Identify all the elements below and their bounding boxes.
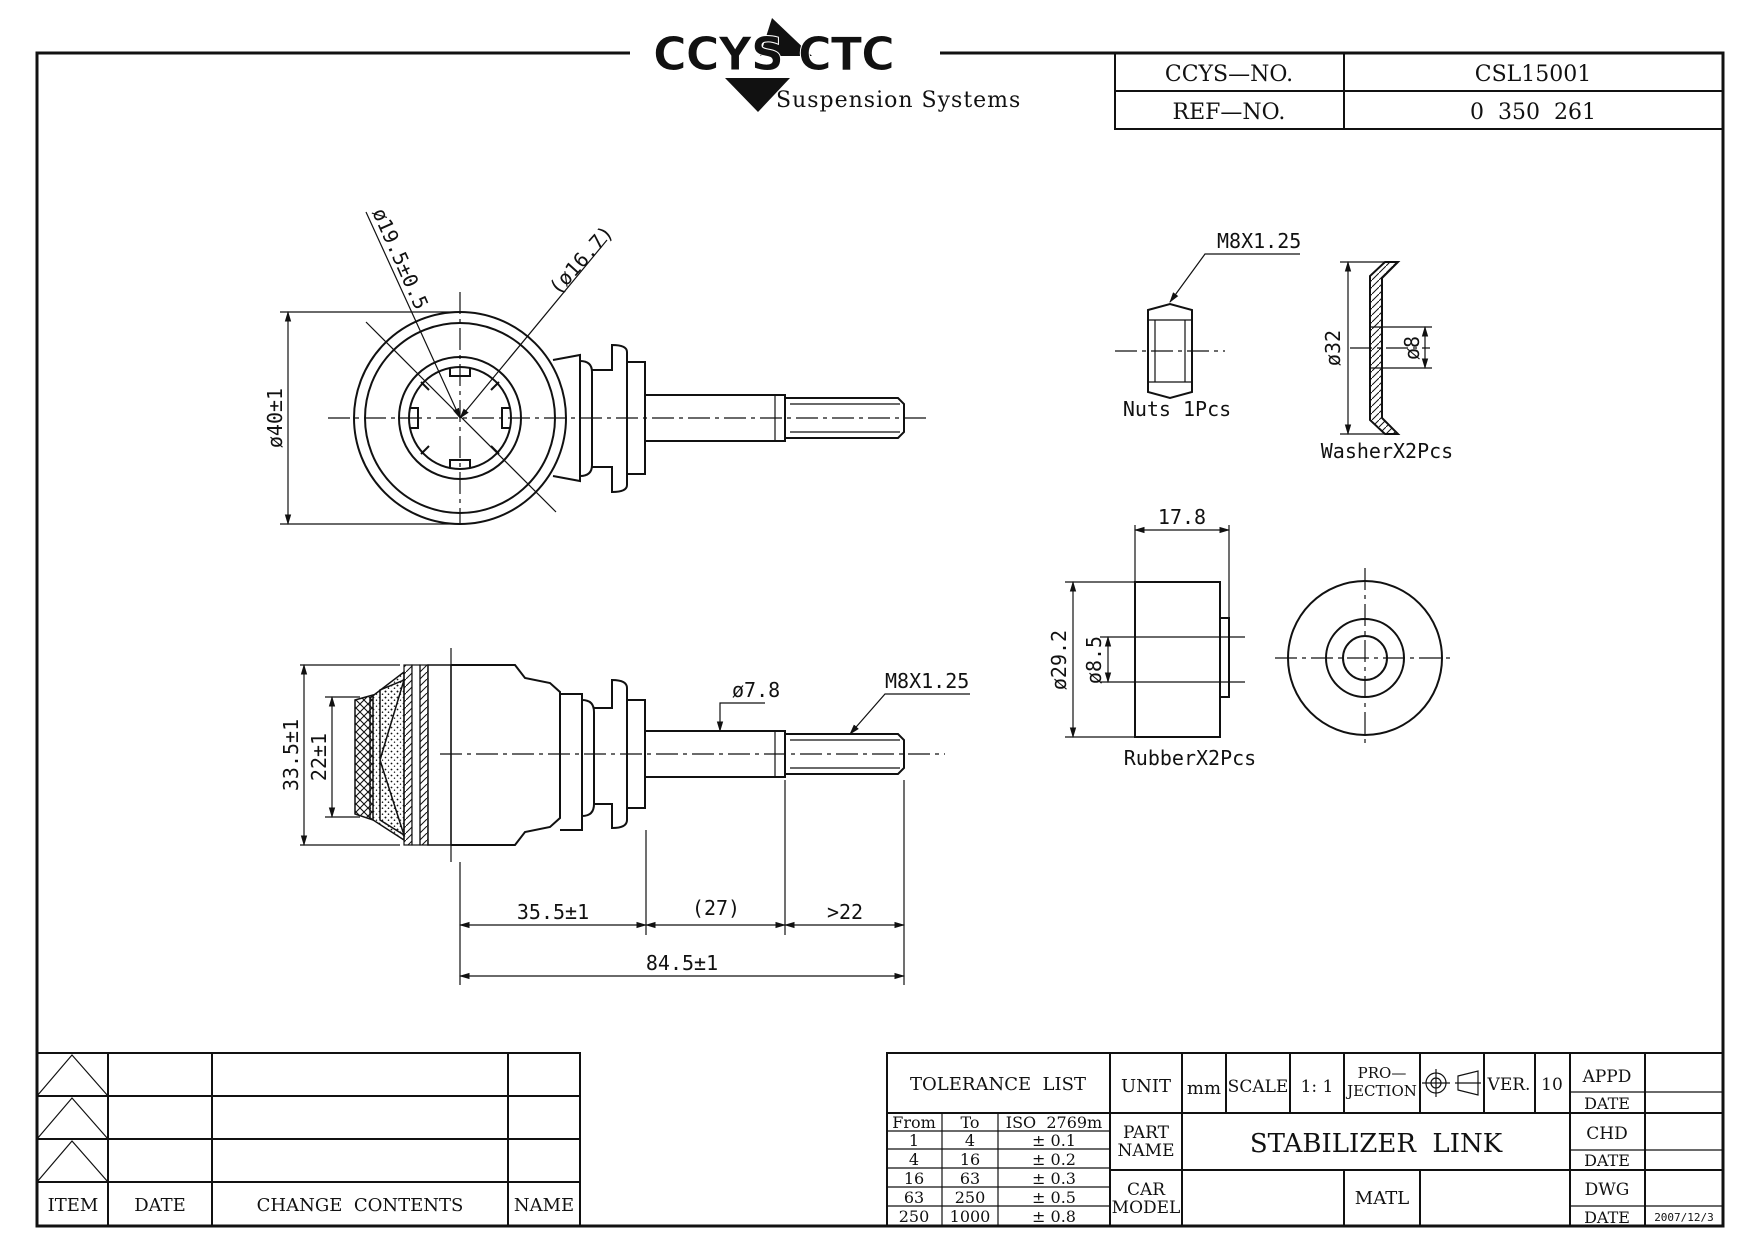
dwg-date-value: 2007/12/3 [1654, 1211, 1714, 1224]
dim-d33-5: 33.5±1 [279, 719, 303, 791]
matl-label: MATL [1355, 1188, 1409, 1209]
tolerance-cell: ± 0.2 [1032, 1150, 1076, 1169]
dim-d7-8: ø7.8 [732, 678, 780, 702]
rev-header-item: ITEM [48, 1195, 99, 1216]
dim-d19-5: ø19.5±0.5 [367, 204, 433, 313]
tolerance-cell: 16 [904, 1169, 924, 1188]
ccys-no-label: CCYS—NO. [1165, 62, 1293, 87]
tolerance-cell: 250 [955, 1188, 986, 1207]
nut-label: Nuts 1Pcs [1123, 397, 1231, 421]
revision-triangle-icon [36, 1054, 109, 1183]
number-block: CCYS—NO. CSL15001 REF—NO. 0 350 261 [1114, 52, 1724, 130]
washer-label: WasherX2Pcs [1321, 439, 1453, 463]
rubber-17-8: 17.8 [1158, 505, 1206, 529]
tolerance-cell: ± 0.3 [1032, 1169, 1076, 1188]
tolerance-cell: ± 0.5 [1032, 1188, 1076, 1207]
part-name-value: STABILIZER LINK [1250, 1129, 1503, 1159]
tol-header-to: To [960, 1113, 979, 1132]
rubber-d8-5: ø8.5 [1082, 636, 1106, 684]
date-label-2: DATE [1584, 1151, 1630, 1170]
dim-d22: 22±1 [307, 733, 331, 781]
date-label-3: DATE [1584, 1208, 1630, 1227]
rubber-d29-2: ø29.2 [1047, 630, 1071, 690]
tolerance-cell: 63 [960, 1169, 980, 1188]
dim-len-84-5: 84.5±1 [646, 951, 718, 975]
ref-no-label: REF—NO. [1173, 100, 1286, 125]
logo-subtitle: Suspension Systems [776, 88, 1021, 113]
ccys-no-value: CSL15001 [1475, 62, 1592, 87]
tolerance-cell: 4 [965, 1131, 975, 1150]
projection-label-1: PRO— [1358, 1064, 1407, 1082]
tolerance-cell: 4 [909, 1150, 919, 1169]
unit-value: mm [1187, 1078, 1221, 1099]
logo-text: CCYS CTC [653, 27, 894, 81]
part-name-label-1: PART [1123, 1123, 1170, 1143]
dim-len-35-5: 35.5±1 [517, 900, 589, 924]
scale-value: 1: 1 [1301, 1077, 1334, 1097]
tolerance-cell: ± 0.8 [1032, 1207, 1076, 1226]
washer-d8: ø8 [1400, 336, 1424, 360]
part-name-label-2: NAME [1118, 1141, 1175, 1161]
ref-no-value: 0 350 261 [1470, 100, 1596, 125]
chd-label: CHD [1586, 1124, 1627, 1144]
dim-len-27: (27) [692, 896, 740, 920]
projection-label-2: JECTION [1345, 1082, 1417, 1100]
tolerance-cell: 250 [899, 1207, 930, 1226]
tolerance-cell: 16 [960, 1150, 980, 1169]
washer-drawing [1340, 260, 1432, 436]
rubber-label: RubberX2Pcs [1124, 746, 1256, 770]
ver-label: VER. [1487, 1075, 1531, 1095]
revision-table: ITEM DATE CHANGE CONTENTS NAME [36, 1052, 581, 1227]
car-model-label-2: MODEL [1112, 1198, 1181, 1218]
tolerance-title: TOLERANCE LIST [910, 1074, 1086, 1095]
unit-label: UNIT [1121, 1076, 1171, 1097]
tol-header-iso: ISO 2769m [1006, 1113, 1102, 1132]
tolerance-cell: ± 0.1 [1032, 1131, 1076, 1150]
ver-value: 10 [1541, 1075, 1563, 1095]
appd-label: APPD [1582, 1067, 1632, 1087]
tolerance-cell: 63 [904, 1188, 924, 1207]
dim-d40: ø40±1 [263, 388, 287, 448]
washer-d32: ø32 [1321, 330, 1345, 366]
rev-header-date: DATE [134, 1195, 186, 1216]
dim-d16-7: (ø16.7) [544, 221, 618, 300]
scale-label: SCALE [1228, 1077, 1289, 1097]
rev-header-name: NAME [514, 1195, 574, 1216]
tol-header-from: From [892, 1113, 936, 1132]
projection-symbol-icon [1422, 1069, 1481, 1097]
nut-thread: M8X1.25 [1217, 229, 1301, 253]
car-model-label-1: CAR [1127, 1180, 1166, 1200]
dim-thread-main: M8X1.25 [885, 669, 969, 693]
link-top-view [280, 211, 930, 526]
nut-drawing [1115, 253, 1300, 400]
tolerance-cell: 1000 [950, 1207, 991, 1226]
rev-header-change: CHANGE CONTENTS [257, 1195, 464, 1216]
sheet-border [35, 51, 1725, 1228]
link-side-view [300, 648, 970, 985]
tolerance-cell: 1 [909, 1131, 919, 1150]
rubber-drawing [1065, 525, 1455, 745]
dwg-label: DWG [1585, 1180, 1630, 1200]
date-label-1: DATE [1584, 1094, 1630, 1113]
company-logo: CCYS CTC Suspension Systems [653, 18, 1021, 113]
dim-len-22: >22 [827, 900, 863, 924]
